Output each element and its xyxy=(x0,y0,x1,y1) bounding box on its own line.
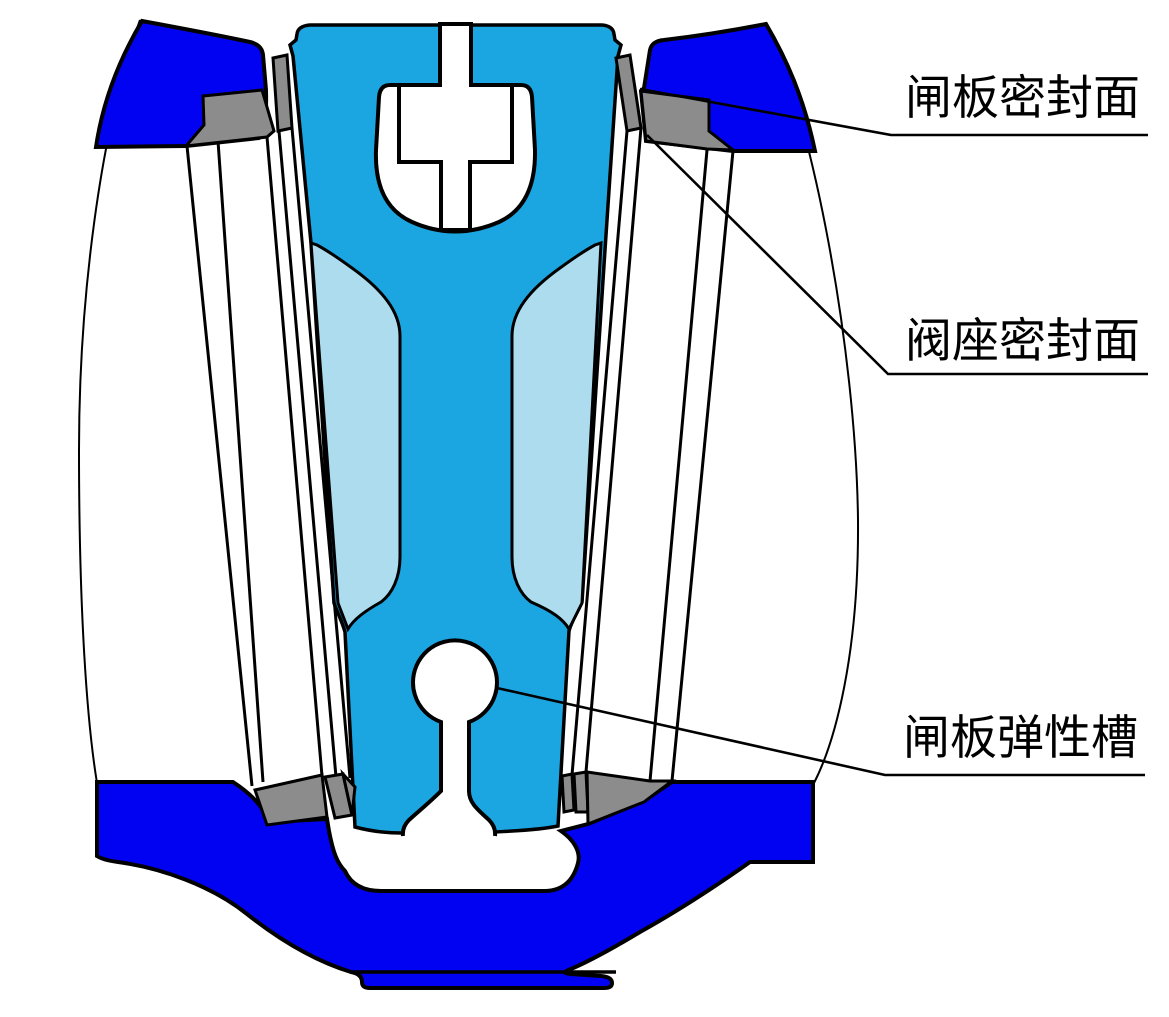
seat-ring-bottom-left xyxy=(253,773,329,827)
gate-seal-strip-top-right xyxy=(614,53,643,133)
leader-gate-sealing-surface xyxy=(639,87,1148,137)
stem-tee-head xyxy=(397,22,514,232)
interface-line xyxy=(185,145,254,787)
seat-rings xyxy=(182,53,738,827)
interface-line xyxy=(648,149,709,782)
label-seat-sealing-surface: 阀座密封面 xyxy=(905,314,1140,369)
interface-line xyxy=(670,150,735,782)
seat-wedge-bottom-left xyxy=(340,768,357,816)
callout-leaders xyxy=(496,87,1148,777)
elastic-groove-fill xyxy=(402,640,498,838)
seat-bore-interface-lines xyxy=(185,127,735,787)
interface-line xyxy=(584,127,643,773)
label-gate-sealing-surface: 闸板密封面 xyxy=(905,71,1140,126)
gate-recess-left xyxy=(309,240,402,633)
seat-ring-bottom-right xyxy=(585,770,677,827)
interface-line xyxy=(216,140,265,783)
leader-seat-sealing-surface xyxy=(646,134,1148,376)
gate-recess-right xyxy=(510,240,603,633)
interface-line xyxy=(277,130,338,778)
label-gate-elastic-groove: 闸板弹性槽 xyxy=(903,711,1138,766)
gate-seal-strip-top-left xyxy=(271,53,294,133)
gate-plate xyxy=(288,22,623,838)
callout-labels: 闸板密封面 阀座密封面 闸板弹性槽 xyxy=(903,71,1140,766)
seat-ring-top-left xyxy=(182,88,276,148)
seat-ring-top-right xyxy=(639,89,738,152)
interface-line xyxy=(290,127,352,779)
leader-elastic-groove xyxy=(496,686,1145,777)
interface-line xyxy=(265,136,324,777)
gate-seal-strip-bottom-right-a xyxy=(560,772,576,814)
elastic-groove-outline xyxy=(400,638,499,837)
interface-line xyxy=(570,130,629,776)
